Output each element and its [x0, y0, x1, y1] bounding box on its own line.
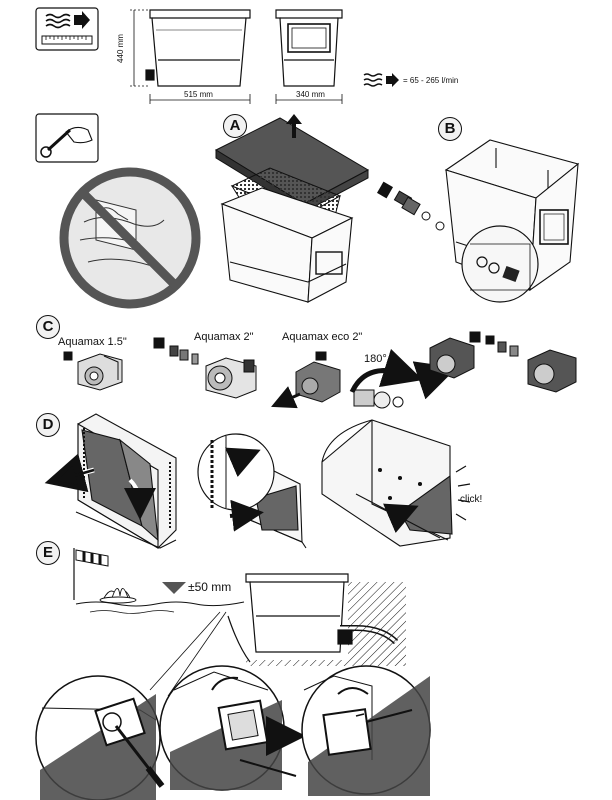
step-d-badge: D — [36, 413, 60, 437]
flow-rate-label: = 65 - 265 l/min — [403, 76, 459, 85]
windsock-icon — [73, 548, 109, 600]
step-b-detail-circle — [461, 225, 539, 303]
pump-1-label: Aquamax 1.5" — [58, 336, 127, 348]
step-a-tank — [220, 187, 354, 303]
height-dimension-label: 440 mm — [115, 34, 125, 63]
tank-front-view — [145, 9, 251, 87]
front-width-dimension — [149, 94, 251, 104]
step-e-badge: E — [36, 541, 60, 565]
detail-circle-1 — [35, 675, 165, 800]
detail-circle-2 — [159, 665, 306, 791]
pump-2-label: Aquamax 2" — [194, 331, 254, 343]
water-level-marker — [75, 582, 245, 614]
flow-icon — [363, 73, 399, 87]
water-lily-icon — [99, 588, 137, 604]
step-d-frame-1 — [44, 413, 177, 549]
step-d-frame-2 — [197, 433, 307, 549]
rotation-label: 180° — [364, 353, 387, 365]
callout-lines — [149, 611, 227, 697]
wrench-hand-icon — [35, 113, 99, 163]
step-b-fittings — [376, 181, 445, 231]
step-a-badge: A — [223, 114, 247, 138]
pump-3-label: Aquamax eco 2" — [282, 331, 363, 343]
flow-ruler-icon — [35, 7, 99, 51]
rotate-arrow — [349, 348, 457, 400]
pump-eco-assembled-a — [429, 331, 481, 379]
pump-aquamax-1-5 — [63, 351, 123, 391]
pump-aquamax-2 — [153, 337, 257, 399]
step-d-frame-3 — [321, 419, 471, 547]
water-level-label: ±50 mm — [188, 580, 232, 594]
gravel-hatch — [227, 582, 406, 666]
front-width-dimension-label: 515 mm — [184, 90, 213, 99]
prohibited-icon — [59, 167, 201, 309]
height-dimension — [130, 9, 148, 87]
side-width-dimension — [275, 94, 343, 104]
click-label: click! — [460, 494, 483, 505]
detail-circle-3 — [301, 665, 431, 796]
step-b-badge: B — [438, 117, 462, 141]
pump-eco-assembled-b — [485, 335, 577, 393]
side-width-dimension-label: 340 mm — [296, 90, 325, 99]
step-c-badge: C — [36, 315, 60, 339]
tank-side-view — [275, 9, 343, 87]
pump-aquamax-eco-2 — [271, 351, 404, 409]
